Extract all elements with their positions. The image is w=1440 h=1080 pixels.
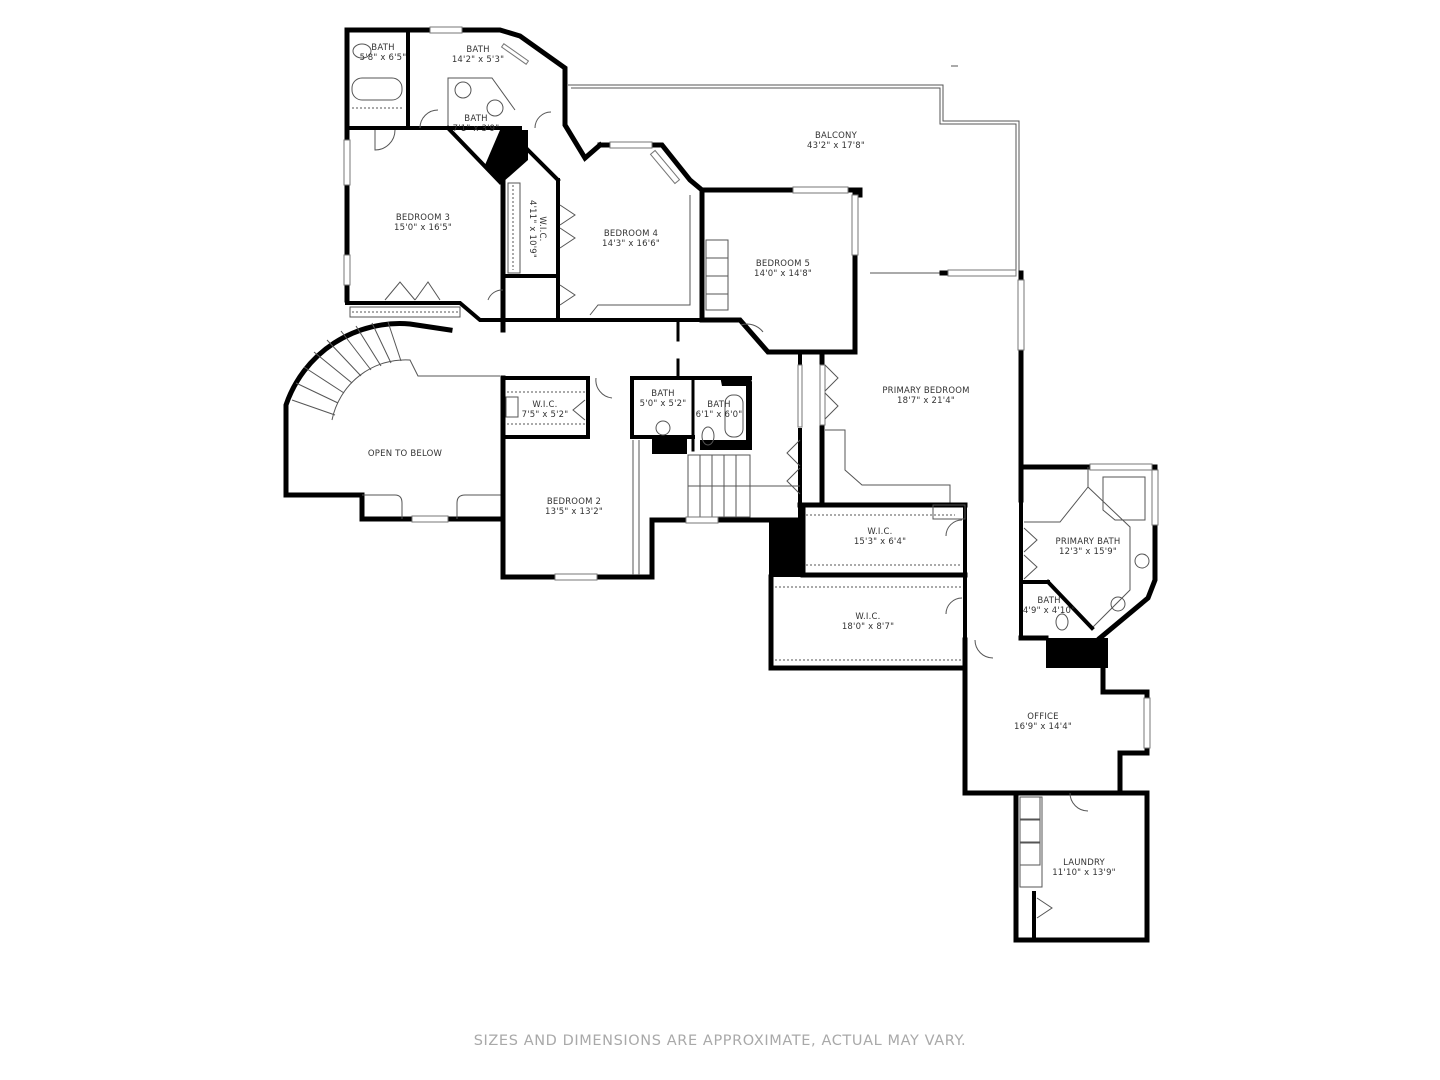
room-laundry: LAUNDRY 11'10" x 13'9" [1052, 858, 1116, 878]
room-dimensions: 11'10" x 13'9" [1052, 868, 1116, 878]
room-open-to-below: OPEN TO BELOW [368, 449, 442, 459]
room-name: OPEN TO BELOW [367, 449, 443, 459]
walls-bedroom-4 [589, 141, 863, 321]
room-name: W.I.C. [532, 400, 558, 410]
room-dimensions: 5'0" x 5'2" [639, 399, 687, 409]
room-dimensions: 15'3" x 6'4" [853, 537, 907, 547]
room-dimensions: 18'0" x 8'7" [841, 622, 895, 632]
room-name: BEDROOM 5 [755, 259, 811, 269]
room-bath-a: BATH 5'8" x 6'5" [360, 43, 407, 63]
room-wic-d: W.I.C. 18'0" x 8'7" [842, 612, 894, 632]
room-dimensions: 6'1" x 6'0" [695, 410, 743, 420]
room-name: W.I.C. [537, 216, 547, 242]
room-name: BATH [464, 114, 488, 124]
room-dimensions: 7'5" x 5'2" [521, 410, 569, 420]
walls-open-to-below [283, 321, 506, 523]
disclaimer-text: SIZES AND DIMENSIONS ARE APPROXIMATE, AC… [473, 1033, 967, 1049]
room-name: PRIMARY BEDROOM [882, 386, 970, 396]
room-dimensions: 4'9" x 4'10" [1022, 606, 1076, 616]
room-wic-c: W.I.C. 15'3" x 6'4" [854, 527, 906, 547]
room-dimensions: 12'3" x 15'9" [1059, 547, 1117, 557]
room-dimensions: 14'0" x 14'8" [754, 269, 812, 279]
room-bedroom-4: BEDROOM 4 14'3" x 16'6" [602, 229, 660, 249]
room-name: BEDROOM 2 [546, 497, 602, 507]
walls-bedroom-5 [699, 186, 1017, 355]
room-name: BEDROOM 4 [603, 229, 659, 239]
walls-top-baths [344, 26, 604, 185]
room-bath-e: BATH 6'1" x 6'0" [696, 400, 743, 420]
walls-bedroom-2 [500, 375, 803, 581]
room-bath-b: BATH 14'2" x 5'3" [452, 45, 504, 65]
door-swings [374, 109, 1089, 919]
room-name: LAUNDRY [1063, 858, 1105, 868]
room-dimensions: 13'5" x 13'2" [545, 507, 603, 517]
room-primary-bedroom: PRIMARY BEDROOM 18'7" x 21'4" [882, 386, 969, 406]
room-name: BATH [707, 400, 731, 410]
room-name: BATH [651, 389, 675, 399]
room-dimensions: 43'2" x 17'8" [807, 141, 865, 151]
walls-lower-wics [768, 502, 968, 671]
walls-bedroom-3 [343, 125, 560, 333]
room-wic-a: W.I.C. 4'11" x 10'9" [527, 200, 547, 258]
room-name: OFFICE [1027, 712, 1059, 722]
room-bedroom-5: BEDROOM 5 14'0" x 14'8" [754, 259, 812, 279]
walls-primary-bedroom [797, 270, 1025, 508]
room-name: BATH [371, 43, 395, 53]
room-balcony: BALCONY 43'2" x 17'8" [807, 131, 865, 151]
room-name: BEDROOM 3 [395, 213, 451, 223]
room-wic-b: W.I.C. 7'5" x 5'2" [522, 400, 569, 420]
room-primary-bath: PRIMARY BATH 12'3" x 15'9" [1056, 537, 1121, 557]
room-dimensions: 16'9" x 14'4" [1014, 722, 1072, 732]
room-name: BATH [1037, 596, 1061, 606]
room-dimensions: 14'3" x 16'6" [602, 239, 660, 249]
walls-office [962, 635, 1151, 796]
room-name: W.I.C. [867, 527, 893, 537]
room-dimensions: 5'8" x 6'5" [359, 53, 407, 63]
room-dimensions: 14'2" x 5'3" [451, 55, 505, 65]
room-dimensions: 7'1" x 3'9" [452, 124, 500, 134]
walls-hallway [501, 318, 803, 522]
room-dimensions: 4'11" x 10'9" [527, 200, 537, 258]
room-bedroom-3: BEDROOM 3 15'0" x 16'5" [394, 213, 452, 233]
room-bath-d: BATH 5'0" x 5'2" [640, 389, 687, 409]
room-name: BALCONY [815, 131, 857, 141]
room-dimensions: 18'7" x 21'4" [897, 396, 955, 406]
room-name: W.I.C. [855, 612, 881, 622]
walls-primary-bath [1018, 463, 1159, 668]
room-bath-f: BATH 4'9" x 4'10" [1023, 596, 1075, 616]
room-bath-c: BATH 7'1" x 3'9" [453, 114, 500, 134]
room-dimensions: 15'0" x 16'5" [394, 223, 452, 233]
walls-small-baths [630, 376, 800, 524]
walls-laundry [1013, 790, 1150, 943]
room-name: PRIMARY BATH [1055, 537, 1121, 547]
room-office: OFFICE 16'9" x 14'4" [1014, 712, 1072, 732]
room-bedroom-2: BEDROOM 2 13'5" x 13'2" [545, 497, 603, 517]
room-name: BATH [466, 45, 490, 55]
balcony-outline [568, 65, 1020, 273]
